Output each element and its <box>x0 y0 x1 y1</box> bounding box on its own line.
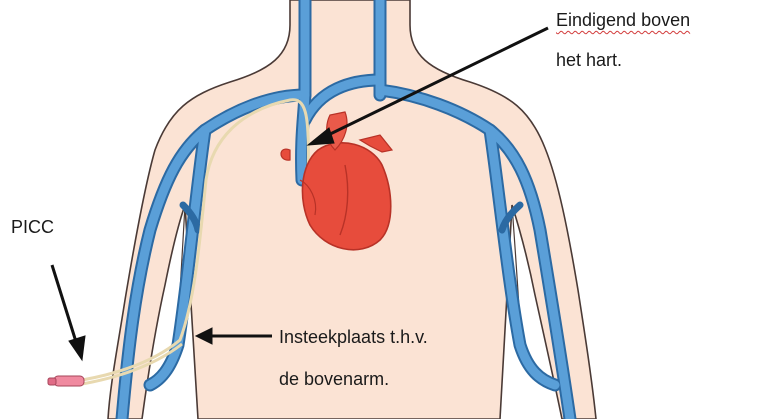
picc-hub <box>48 376 84 386</box>
top-label-text1: Eindigend boven <box>556 10 690 30</box>
picc-label: PICC <box>11 216 54 238</box>
arrow-picc <box>52 265 77 345</box>
picc-label-text: PICC <box>11 217 54 237</box>
top-label-line1: Eindigend boven <box>556 9 690 31</box>
top-label-line2: het hart. <box>556 49 622 71</box>
top-label-text2: het hart. <box>556 50 622 70</box>
insertion-label-text2: de bovenarm. <box>279 369 389 389</box>
arrow-picc-head <box>69 336 85 360</box>
insertion-label-line2: de bovenarm. <box>279 368 389 390</box>
insertion-label-line1: Insteekplaats t.h.v. <box>279 326 428 348</box>
insertion-label-text1: Insteekplaats t.h.v. <box>279 327 428 347</box>
